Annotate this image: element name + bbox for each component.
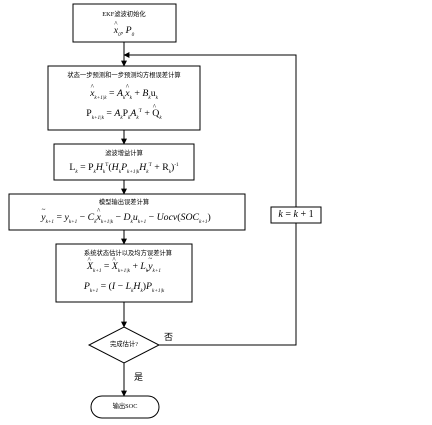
init-box	[72, 3, 177, 43]
update-title: 系统状态估计以及均方误差计算	[83, 250, 173, 257]
loop-line-upper	[123, 52, 297, 207]
output-box	[8, 193, 246, 231]
decision-label: 完成估计?	[110, 341, 138, 348]
loop-counter-label: k = k + 1	[278, 209, 314, 220]
gain-equation: Lk = PkHkT(HkPk+1|kHkT + Rk)-1	[69, 162, 179, 175]
update-state-equation: Xk+1 = Xk+1|k + Lkyk+1	[87, 256, 161, 274]
output-title: 模型输出误差计算	[98, 199, 150, 206]
gain-title: 滤波增益计算	[105, 150, 143, 157]
end-label: 输出SOC	[112, 403, 138, 410]
output-equation: yk+1 = yk+1 − Ckxk+1|k − Dkuk+1 − Uocv(S…	[41, 207, 210, 225]
init-equation: x0, P0	[114, 21, 134, 38]
decision-no-label: 否	[164, 333, 174, 343]
init-title: EKF滤波初始化	[102, 11, 146, 18]
predict-title: 状态一步预测和一步预测均方根误差计算	[67, 72, 181, 79]
predict-state-equation: xk+1|k = Akxk + Bkuk	[90, 84, 158, 101]
update-box	[55, 243, 193, 303]
loop-line-lower	[159, 223, 297, 346]
update-covariance-equation: Pk+1 = (I − LkHk)Pk+1|k	[83, 281, 165, 294]
predict-covariance-equation: Pk+1|k = AkPkAkT + Qk	[86, 104, 161, 121]
decision-yes-label: 是	[134, 373, 144, 383]
predict-box	[47, 65, 201, 131]
